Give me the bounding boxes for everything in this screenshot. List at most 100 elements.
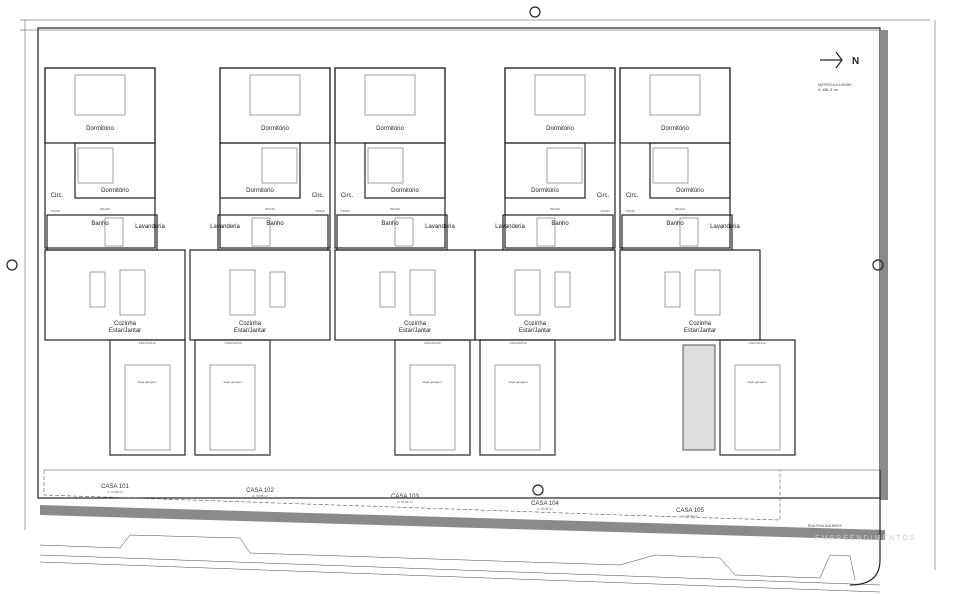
window-label: 140x100/110	[509, 341, 526, 345]
site-info-line: MATRÍCULA 108.850	[818, 83, 851, 87]
dining-table-icon	[409, 269, 436, 316]
north-label: N	[852, 56, 859, 67]
bedroom-2	[219, 142, 301, 199]
house-name: CASA 104	[531, 501, 559, 507]
sofa-icon	[89, 271, 106, 308]
laundry-label: Lavanderia	[495, 224, 525, 230]
window-label: 140x100/110	[138, 341, 155, 345]
door-label: 70x210	[340, 209, 350, 213]
shower-icon	[251, 217, 271, 247]
bed-icon	[534, 74, 586, 116]
garage	[194, 339, 271, 456]
car-icon	[124, 364, 171, 451]
shower-icon	[679, 217, 699, 247]
laundry-label: Lavanderia	[210, 224, 240, 230]
garage	[394, 339, 471, 456]
shower-icon	[394, 217, 414, 247]
bed-icon	[649, 74, 701, 116]
bedroom-label: Dormitório	[376, 126, 404, 132]
car-icon	[734, 364, 781, 451]
parking-label: Vaga garagem	[422, 380, 442, 384]
street-edge-2	[39, 561, 881, 593]
house-area: A: 70,55 m²	[252, 494, 268, 498]
bedroom-2	[504, 142, 586, 199]
bath-label: Banho	[266, 221, 284, 227]
sofa-icon	[269, 271, 286, 308]
house-area: A: 70,55 m²	[397, 500, 413, 504]
door-label: 70x210	[625, 209, 635, 213]
circulation-label: Circ.	[597, 193, 610, 199]
living-kitchen	[619, 249, 761, 341]
door-label: 80x210	[675, 207, 685, 211]
curb-line	[39, 534, 856, 581]
door-label: 70x210	[50, 209, 60, 213]
living-label: Estar/Jantar	[399, 328, 431, 334]
bath-label: Banho	[381, 221, 399, 227]
door-label: 70x210	[315, 209, 325, 213]
laundry-label: Lavanderia	[710, 224, 740, 230]
parking-label: Vaga garagem	[223, 380, 243, 384]
car-icon	[409, 364, 456, 451]
door-label: 70x210	[600, 209, 610, 213]
bed-icon	[652, 147, 689, 184]
living-label: Estar/Jantar	[234, 328, 266, 334]
garage	[719, 339, 796, 456]
car-icon	[209, 364, 256, 451]
bath-label: Banho	[666, 221, 684, 227]
house-unit: DormitórioDormitórioCirc.BanhoLavanderia…	[474, 67, 616, 511]
sofa-icon	[379, 271, 396, 308]
laundry-label: Lavanderia	[425, 224, 455, 230]
bath-label: Banho	[551, 221, 569, 227]
bedroom-2	[364, 142, 446, 199]
site-outline	[6, 6, 936, 593]
door-label: 80x210	[100, 207, 110, 211]
circulation-label: Circ.	[312, 193, 325, 199]
parking-label: Vaga garagem	[747, 380, 767, 384]
house-area: A: 72,55 m²	[107, 490, 123, 494]
bed-icon	[249, 74, 301, 116]
bedroom-label: Dormitório	[246, 188, 274, 194]
door-label: 80x210	[265, 207, 275, 211]
house-name: CASA 103	[391, 494, 419, 500]
section-marker-right	[872, 259, 884, 271]
door-label: 80x210	[390, 207, 400, 211]
bedroom-label: Dormitório	[101, 188, 129, 194]
parking-label: Vaga garagem	[508, 380, 528, 384]
section-marker-top	[529, 6, 541, 18]
street-label: RUA PAULINA BISSY	[808, 524, 843, 528]
bed-icon	[364, 74, 416, 116]
bed-icon	[261, 147, 298, 184]
kitchen-label: Cozinha	[524, 321, 547, 327]
circulation-label: Circ.	[51, 193, 64, 199]
setback-line	[43, 470, 781, 521]
circulation-label: Circ.	[341, 193, 354, 199]
kitchen-label: Cozinha	[404, 321, 427, 327]
window-label: 140x100/110	[423, 341, 440, 345]
watermark: EMPREENDIMENTOS	[815, 535, 916, 542]
house-area: A: 76,30 m²	[682, 514, 698, 518]
bedroom-label: Dormitório	[661, 126, 689, 132]
parking-label: Vaga garagem	[137, 380, 157, 384]
living-label: Estar/Jantar	[684, 328, 716, 334]
dining-table-icon	[119, 269, 146, 316]
section-marker-left	[6, 259, 18, 271]
house-name: CASA 101	[101, 484, 129, 490]
bedroom-label: Dormitório	[546, 126, 574, 132]
bed-icon	[74, 74, 126, 116]
living-label: Estar/Jantar	[519, 328, 551, 334]
lot-boundary	[37, 27, 881, 499]
house-name: CASA 102	[246, 488, 274, 494]
circulation-label: Circ.	[626, 193, 639, 199]
sofa-icon	[664, 271, 681, 308]
bedroom-label: Dormitório	[261, 126, 289, 132]
dining-table-icon	[514, 269, 541, 316]
bed-icon	[77, 147, 114, 184]
bedroom-label: Dormitório	[531, 188, 559, 194]
garage	[109, 339, 186, 456]
car-icon	[494, 364, 541, 451]
house-name: CASA 105	[676, 508, 704, 514]
